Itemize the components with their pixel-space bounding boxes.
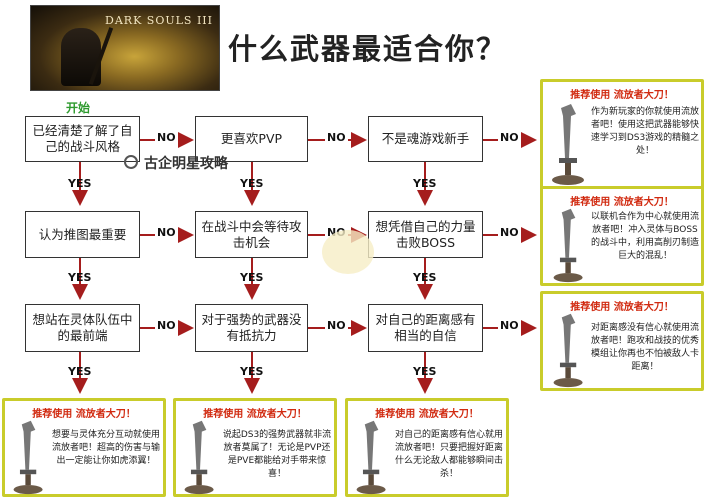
- result-card: 推荐使用 流放者大刀！ 作为新玩家的你就使用流放者吧！使用这把武器能够快速学习到…: [540, 79, 704, 191]
- game-logo: DARK SOULS III: [105, 14, 213, 27]
- edge-label-no: NO: [498, 226, 521, 239]
- watermark-text: 古企明星攻略: [144, 156, 228, 172]
- greatsword-icon: [553, 208, 583, 283]
- recommendation-title: 推荐使用 流放者大刀！: [32, 409, 136, 420]
- recommendation-desc: 作为新玩家的你就使用流放者吧！使用这把武器能够快速学习到DS3游戏的精髓之处！: [590, 107, 700, 156]
- page-title: 什么武器最适合你？: [228, 32, 508, 66]
- recommendation-title: 推荐使用 流放者大刀！: [570, 302, 674, 313]
- question-node: 在战斗中会等待攻击机会: [195, 211, 308, 258]
- question-node: 对自己的距离感有相当的自信: [368, 304, 483, 352]
- question-node: 想凭借自己的力量击败BOSS: [368, 211, 483, 258]
- watermark-icon: [124, 155, 138, 169]
- result-card: 推荐使用 流放者大刀！ 以联机合作为中心就使用流放者吧！冲入灵体与BOSS的战斗…: [540, 186, 704, 286]
- edge-label-yes: YES: [68, 177, 92, 190]
- edge-label-yes: YES: [68, 365, 92, 378]
- edge-label-no: NO: [498, 319, 521, 332]
- edge-label-yes: YES: [240, 271, 264, 284]
- result-card: 推荐使用 流放者大刀！ 对距离感没有信心就使用流放者吧！跑攻和战技的优秀模组让你…: [540, 291, 704, 391]
- recommendation-desc: 以联机合作为中心就使用流放者吧！冲入灵体与BOSS的战斗中，利用高削刃制造巨大的…: [590, 212, 699, 261]
- greatsword-icon: [552, 104, 584, 185]
- edge-label-yes: YES: [413, 271, 437, 284]
- greatsword-icon: [553, 313, 583, 388]
- mascot-image: [322, 230, 374, 274]
- question-node: 想站在灵体队伍中的最前端: [25, 304, 140, 352]
- recommendation-title: 推荐使用 流放者大刀！: [375, 409, 479, 420]
- recommendation-desc: 对距离感没有信心就使用流放者吧！跑攻和战技的优秀模组让你再也不怕被敌人卡距离！: [590, 323, 699, 372]
- result-card: 推荐使用 流放者大刀！ 对自己的距离感有信心就用流放者吧！只要把握好距离什么无论…: [345, 398, 509, 497]
- result-card: 推荐使用 流放者大刀！ 想要与灵体充分互动就使用流放者吧！超高的伤害与输出一定能…: [2, 398, 166, 497]
- recommendation-desc: 对自己的距离感有信心就用流放者吧！只要把握好距离什么无论敌人都能够瞬间击杀！: [394, 430, 503, 479]
- question-node: 对于强势的武器没有抵抗力: [195, 304, 308, 352]
- start-label: 开始: [66, 101, 91, 115]
- question-node: 更喜欢PVP: [195, 116, 308, 162]
- edge-label-no: NO: [325, 319, 348, 332]
- recommendation-desc: 说起DS3的强势武器就非流放者莫属了！无论是PVP还是PVE都能给对手带来惊喜！: [222, 430, 332, 479]
- recommendation-title: 推荐使用 流放者大刀！: [203, 409, 307, 420]
- question-node: 已经清楚了解了自己的战斗风格: [25, 116, 140, 162]
- recommendation-title: 推荐使用 流放者大刀！: [570, 90, 674, 101]
- question-node: 不是魂游戏新手: [368, 116, 483, 162]
- question-node: 认为推图最重要: [25, 211, 140, 258]
- edge-label-no: NO: [325, 131, 348, 144]
- result-card: 推荐使用 流放者大刀！ 说起DS3的强势武器就非流放者莫属了！无论是PVP还是P…: [173, 398, 337, 497]
- edge-label-no: NO: [498, 131, 521, 144]
- recommendation-desc: 想要与灵体充分互动就使用流放者吧！超高的伤害与输出一定能让你如虎添翼！: [51, 430, 160, 466]
- edge-label-no: NO: [155, 226, 178, 239]
- greatsword-icon: [356, 420, 386, 495]
- edge-label-yes: YES: [240, 177, 264, 190]
- recommendation-title: 推荐使用 流放者大刀！: [570, 197, 674, 208]
- edge-label-yes: YES: [68, 271, 92, 284]
- edge-label-yes: YES: [413, 365, 437, 378]
- edge-label-no: NO: [155, 319, 178, 332]
- greatsword-icon: [184, 420, 214, 495]
- edge-label-no: NO: [155, 131, 178, 144]
- edge-label-yes: YES: [240, 365, 264, 378]
- edge-label-yes: YES: [413, 177, 437, 190]
- game-banner: DARK SOULS III: [30, 5, 220, 91]
- greatsword-icon: [13, 420, 43, 495]
